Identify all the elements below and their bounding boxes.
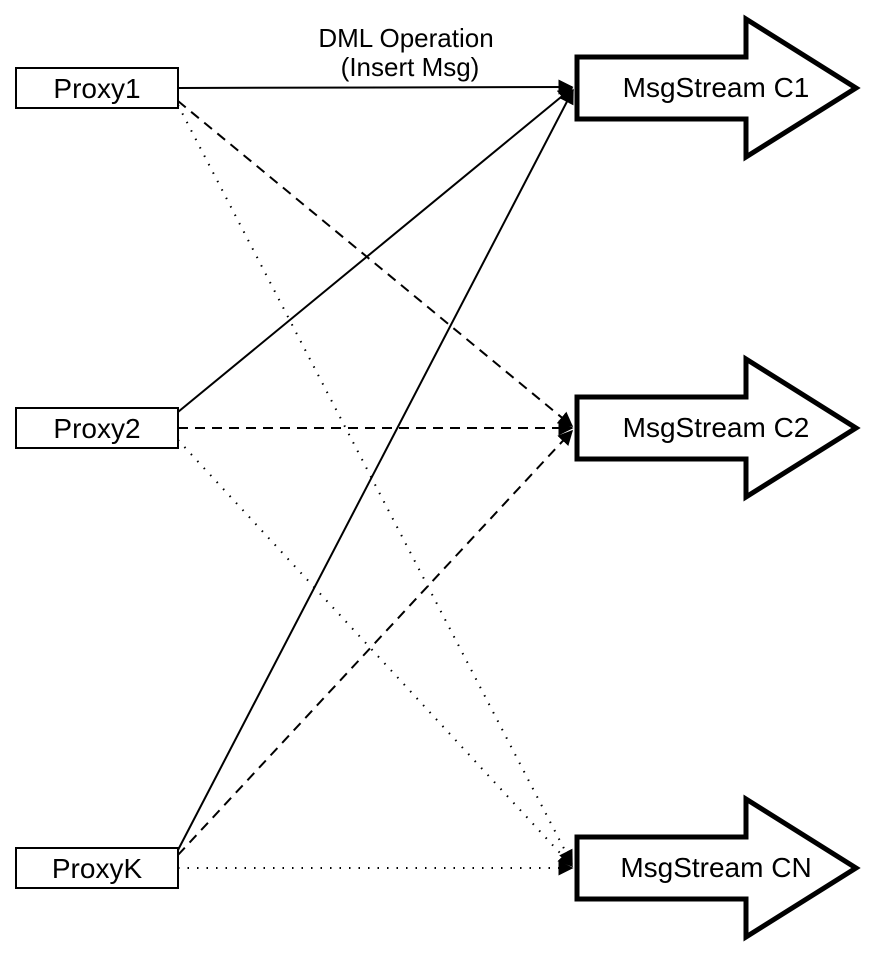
dml-operation-label-line2: (Insert Msg) — [341, 52, 480, 82]
proxyk-box — [15, 847, 179, 889]
edge-proxy1-msgstream-cn — [177, 104, 573, 866]
edge-proxy1-msgstream-c1 — [177, 79, 574, 95]
proxy2-box — [15, 407, 179, 449]
msgstream-c2-node: MsgStream C2 — [574, 354, 861, 502]
edge-proxy2-msgstream-c1 — [177, 87, 574, 413]
msgstream-c2-arrow-shape — [574, 354, 861, 502]
dml-operation-label-line1: DML Operation — [318, 23, 493, 53]
edge-proxyk-msgstream-c1 — [177, 88, 574, 851]
proxy2-label: Proxy2 — [53, 413, 140, 444]
msgstream-c1-node: MsgStream C1 — [574, 14, 861, 162]
msgstream-c1-arrow-shape — [574, 14, 861, 162]
msgstream-c2-label: MsgStream C2 — [623, 412, 810, 443]
proxy2-node: Proxy2 — [15, 407, 179, 449]
proxyk-label: ProxyK — [52, 853, 143, 884]
msgstream-cn-node: MsgStream CN — [574, 794, 861, 942]
proxy1-box — [15, 67, 179, 109]
dml-operation-label: DML Operation (Insert Msg) — [318, 23, 493, 82]
edge-proxy2-msgstream-cn — [177, 439, 574, 868]
msgstream-c1-label: MsgStream C1 — [623, 72, 810, 103]
proxy1-node: Proxy1 — [15, 67, 179, 109]
msgstream-cn-arrow-shape — [574, 794, 861, 942]
msgstream-cn-label: MsgStream CN — [620, 852, 811, 883]
proxy1-label: Proxy1 — [53, 73, 140, 104]
edge-proxy1-msgstream-c2 — [177, 100, 574, 427]
proxyk-node: ProxyK — [15, 847, 179, 889]
edge-proxyk-msgstream-c2 — [177, 429, 574, 856]
